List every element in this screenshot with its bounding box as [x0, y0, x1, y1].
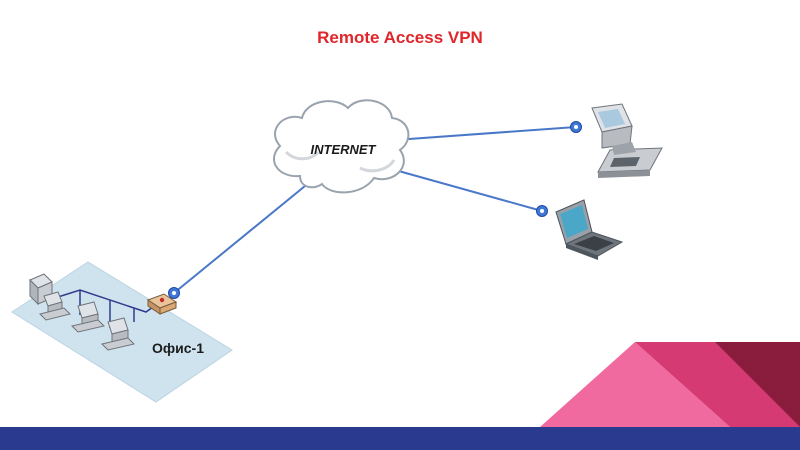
link-internet-laptop [394, 169, 543, 212]
desktop-computer-icon [101, 317, 135, 351]
link-office-internet [173, 185, 306, 294]
desktop-computer-icon [71, 301, 105, 333]
office-label: Офис-1 [152, 340, 204, 356]
footer-bar [0, 427, 800, 450]
vpn-endpoint-icon [168, 287, 180, 299]
cloud-icon [273, 99, 410, 194]
network-diagram [11, 99, 663, 403]
vpn-endpoint-icon [570, 121, 582, 133]
internet-label: INTERNET [310, 142, 376, 157]
router-icon [146, 293, 178, 315]
link-internet-desktop [394, 126, 577, 141]
decorative-corner-shapes [540, 342, 800, 427]
slide-title: Remote Access VPN [317, 28, 483, 47]
vpn-endpoint-icon [536, 205, 548, 217]
desktop-computer-icon [39, 291, 71, 321]
desktop-computer-icon [591, 103, 663, 178]
laptop-icon [555, 199, 624, 260]
